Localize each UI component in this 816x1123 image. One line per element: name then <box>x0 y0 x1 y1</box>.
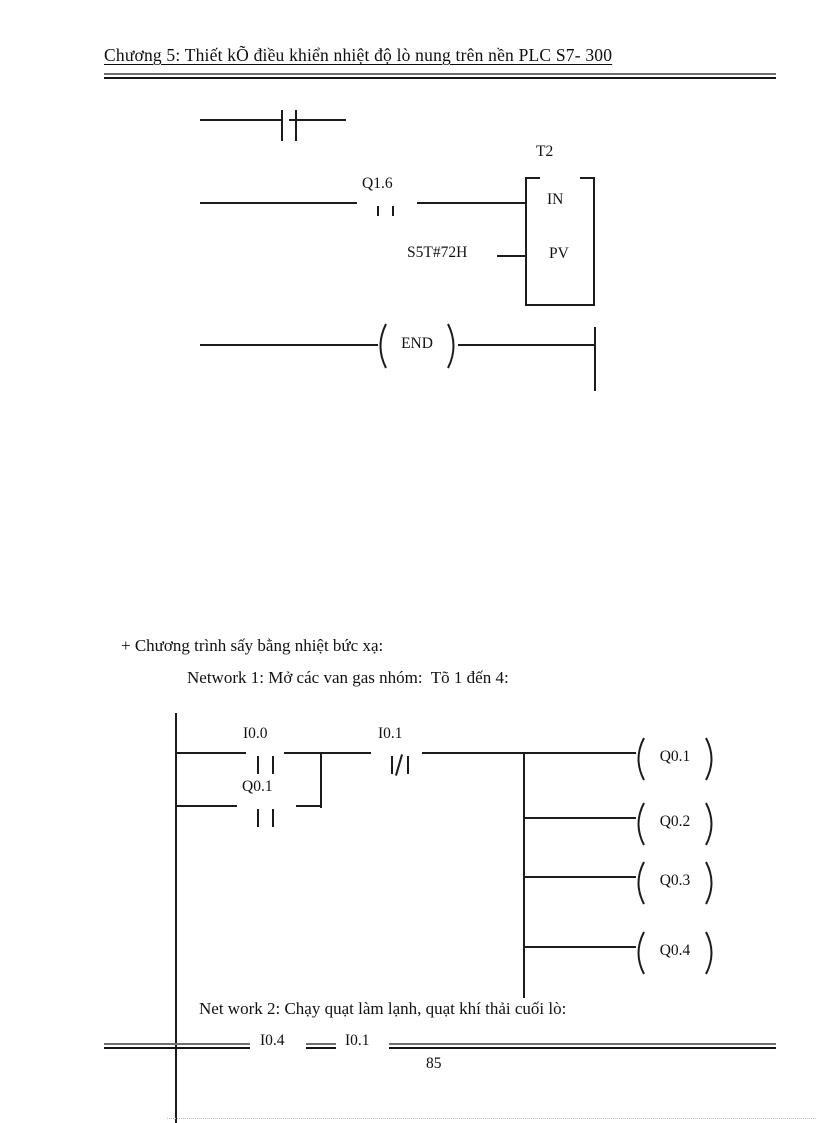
wire <box>175 805 237 807</box>
footer-rule-segment <box>389 1043 776 1049</box>
wire <box>200 344 378 346</box>
coil-parens-icon <box>637 802 713 846</box>
wire <box>523 946 636 948</box>
contact-label: Q1.6 <box>362 175 393 192</box>
coil-q0-1: Q0.1 <box>630 735 720 783</box>
wire <box>200 202 357 204</box>
contact-bar-icon <box>272 809 274 827</box>
coil-label: Q0.3 <box>659 872 691 889</box>
contact-bar-icon <box>392 206 394 216</box>
branch-junction-wire <box>320 752 322 808</box>
wire <box>497 255 525 257</box>
wire <box>417 202 525 204</box>
wire <box>175 752 246 754</box>
coil-q0-3: Q0.3 <box>630 859 720 907</box>
contact-gap <box>283 110 289 141</box>
wire <box>523 876 636 878</box>
wire <box>422 752 636 754</box>
contact-bar-icon <box>257 756 259 774</box>
power-rail <box>175 713 177 1123</box>
contact-label: I0.1 <box>378 725 403 742</box>
wire <box>284 752 371 754</box>
contact-bar-icon <box>281 110 283 141</box>
end-coil-label: END <box>401 335 433 352</box>
wire <box>200 119 346 121</box>
coil-q0-2: Q0.2 <box>630 800 720 848</box>
timer-pv-label: PV <box>549 245 569 262</box>
wire <box>458 344 595 346</box>
network1-title: Network 1: Mở các van gas nhóm: Tõ 1 đến… <box>187 668 509 687</box>
contact-label: I0.1 <box>345 1032 370 1049</box>
coil-parens-icon <box>637 737 713 781</box>
footer-rule-segment <box>306 1043 336 1049</box>
coil-parens-icon <box>637 931 713 975</box>
contact-bar-icon <box>272 756 274 774</box>
timer-block-top-gap <box>540 176 580 180</box>
coil-label: Q0.1 <box>659 748 691 765</box>
contact-bar-icon <box>407 756 409 774</box>
page-number: 85 <box>426 1055 442 1072</box>
coil-label: Q0.4 <box>659 942 691 959</box>
chapter-header-title: Chương 5: Thiết kÕ điều khiển nhiệt độ l… <box>104 45 613 65</box>
contact-bar-icon <box>377 206 379 216</box>
coil-q0-4: Q0.4 <box>630 929 720 977</box>
coil-label: Q0.2 <box>659 813 691 830</box>
contact-label: I0.0 <box>243 725 268 742</box>
contact-bar-icon <box>391 756 393 774</box>
page-boundary-dotted-line <box>167 1118 816 1119</box>
coil-parens-icon <box>637 861 713 905</box>
footer-rule-segment <box>104 1043 250 1049</box>
timer-name-label: T2 <box>536 143 554 160</box>
end-coil: END <box>372 321 462 369</box>
wire <box>523 817 636 819</box>
timer-in-label: IN <box>547 191 564 208</box>
output-branch-wire <box>523 752 525 998</box>
wire <box>296 805 322 807</box>
contact-bar-icon <box>257 809 259 827</box>
contact-label: Q0.1 <box>242 778 273 795</box>
negated-contact-slash-icon <box>395 754 403 776</box>
contact-bar-icon <box>295 110 297 141</box>
rail-end-bar <box>594 327 596 391</box>
coil-parens-icon <box>379 323 455 369</box>
section-intro-text: + Chương trình sấy bằng nhiệt bức xạ: <box>121 636 384 655</box>
network2-title: Net work 2: Chạy quạt làm lạnh, quạt khí… <box>199 999 567 1018</box>
header-double-rule <box>104 73 776 79</box>
pv-value-label: S5T#72H <box>407 244 468 261</box>
contact-label: I0.4 <box>260 1032 285 1049</box>
